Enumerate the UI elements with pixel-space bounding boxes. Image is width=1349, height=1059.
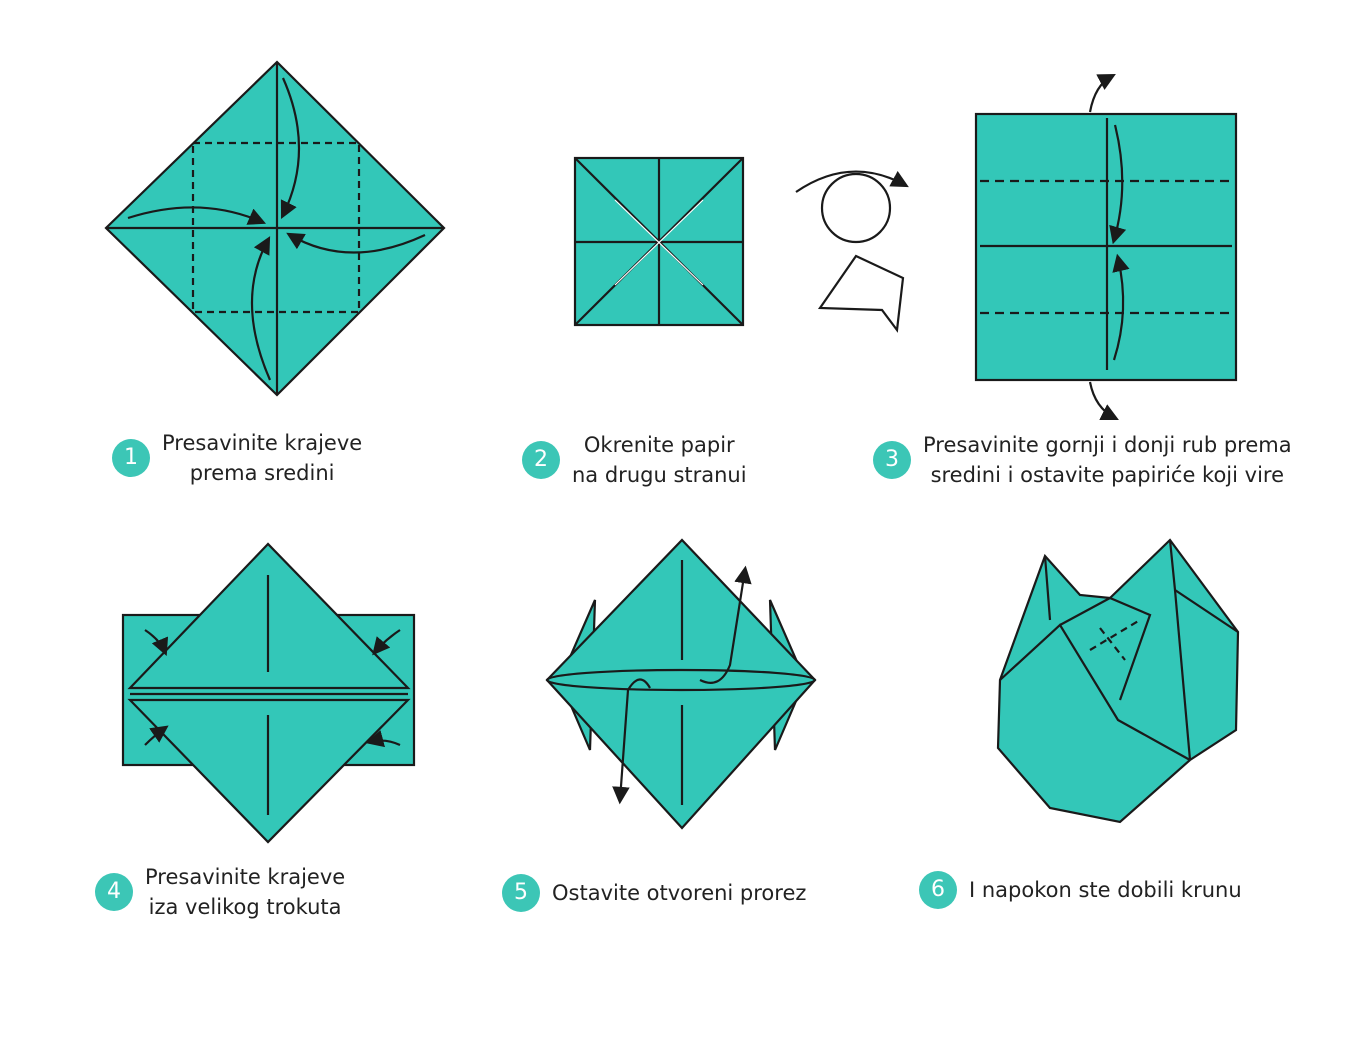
step-6-diagram — [996, 538, 1240, 824]
caption-line: Ostavite otvoreni prorez — [552, 881, 807, 905]
step-number-badge: 1 — [112, 439, 150, 477]
caption-line: sredini i ostavite papiriće koji vire — [930, 463, 1285, 487]
step-3-caption: 3 Presavinite gornji i donji rub prema sr… — [873, 430, 1292, 490]
step-number-badge: 2 — [522, 441, 560, 479]
step-2-diagram — [573, 156, 909, 333]
step-number-badge: 6 — [919, 871, 957, 909]
caption-line: Presavinite krajeve — [162, 431, 363, 455]
step-4-diagram — [121, 542, 416, 844]
caption-line: Presavinite gornji i donji rub prema — [923, 433, 1292, 457]
step-1-caption: 1 Presavinite krajeve prema sredini — [112, 428, 362, 488]
caption-line: iza velikog trokuta — [148, 895, 342, 919]
caption-line: Okrenite papir — [583, 433, 735, 457]
step-5-caption: 5 Ostavite otvoreni prorez — [502, 874, 806, 912]
caption-line: I napokon ste dobili krunu — [969, 878, 1242, 902]
fold-arrow-icon — [280, 77, 301, 219]
caption-line: Presavinite krajeve — [145, 865, 346, 889]
step-2-caption: 2 Okrenite papir na drugu stranui — [522, 430, 747, 490]
step-6-caption: 6 I napokon ste dobili krunu — [919, 871, 1242, 909]
step-3-diagram — [974, 73, 1238, 420]
caption-line: na drugu stranui — [572, 463, 747, 487]
step-1-diagram — [104, 60, 446, 397]
flip-icon — [820, 172, 892, 244]
step-number-badge: 5 — [502, 874, 540, 912]
step-number-badge: 3 — [873, 441, 911, 479]
caption-line: prema sredini — [189, 461, 335, 485]
step-number-badge: 4 — [95, 873, 133, 911]
step-5-diagram — [545, 538, 817, 830]
step-4-caption: 4 Presavinite krajeve iza velikog trokuta — [95, 862, 345, 922]
